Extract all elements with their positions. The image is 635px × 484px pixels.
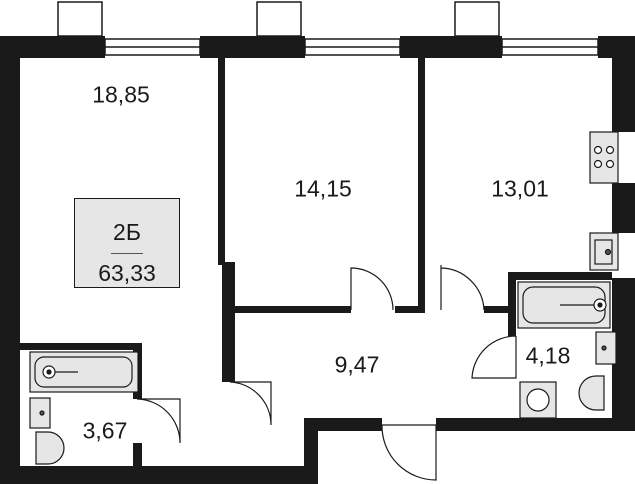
room-area-bathroom-right: 4,18 (525, 342, 571, 369)
window-bays (57, 1, 500, 37)
window-bay (57, 1, 103, 37)
room-area-hall: 9,47 (334, 351, 380, 378)
apartment-total-area: 63,33 (98, 260, 156, 286)
right-bathroom-fixtures (517, 281, 617, 419)
door-swings (136, 265, 517, 481)
toilet-left (35, 431, 65, 465)
window-bay (256, 1, 302, 37)
room-area-bedroom-1: 18,85 (92, 81, 150, 108)
kitchen-fixtures (589, 131, 619, 271)
interior-walls (20, 58, 612, 466)
window-bay (454, 1, 500, 37)
apartment-badge: 2Б 63,33 (74, 198, 180, 288)
apartment-type: 2Б (113, 219, 141, 245)
stove (589, 131, 619, 184)
toilet-right (578, 375, 605, 411)
room-area-kitchen: 13,01 (491, 175, 549, 202)
room-area-bathroom-left: 3,67 (82, 417, 128, 444)
left-bathroom-fixtures (29, 351, 139, 465)
badge-divider (111, 253, 143, 254)
windows (104, 38, 599, 56)
exterior-walls (0, 36, 635, 484)
room-area-bedroom-2: 14,15 (294, 175, 352, 202)
